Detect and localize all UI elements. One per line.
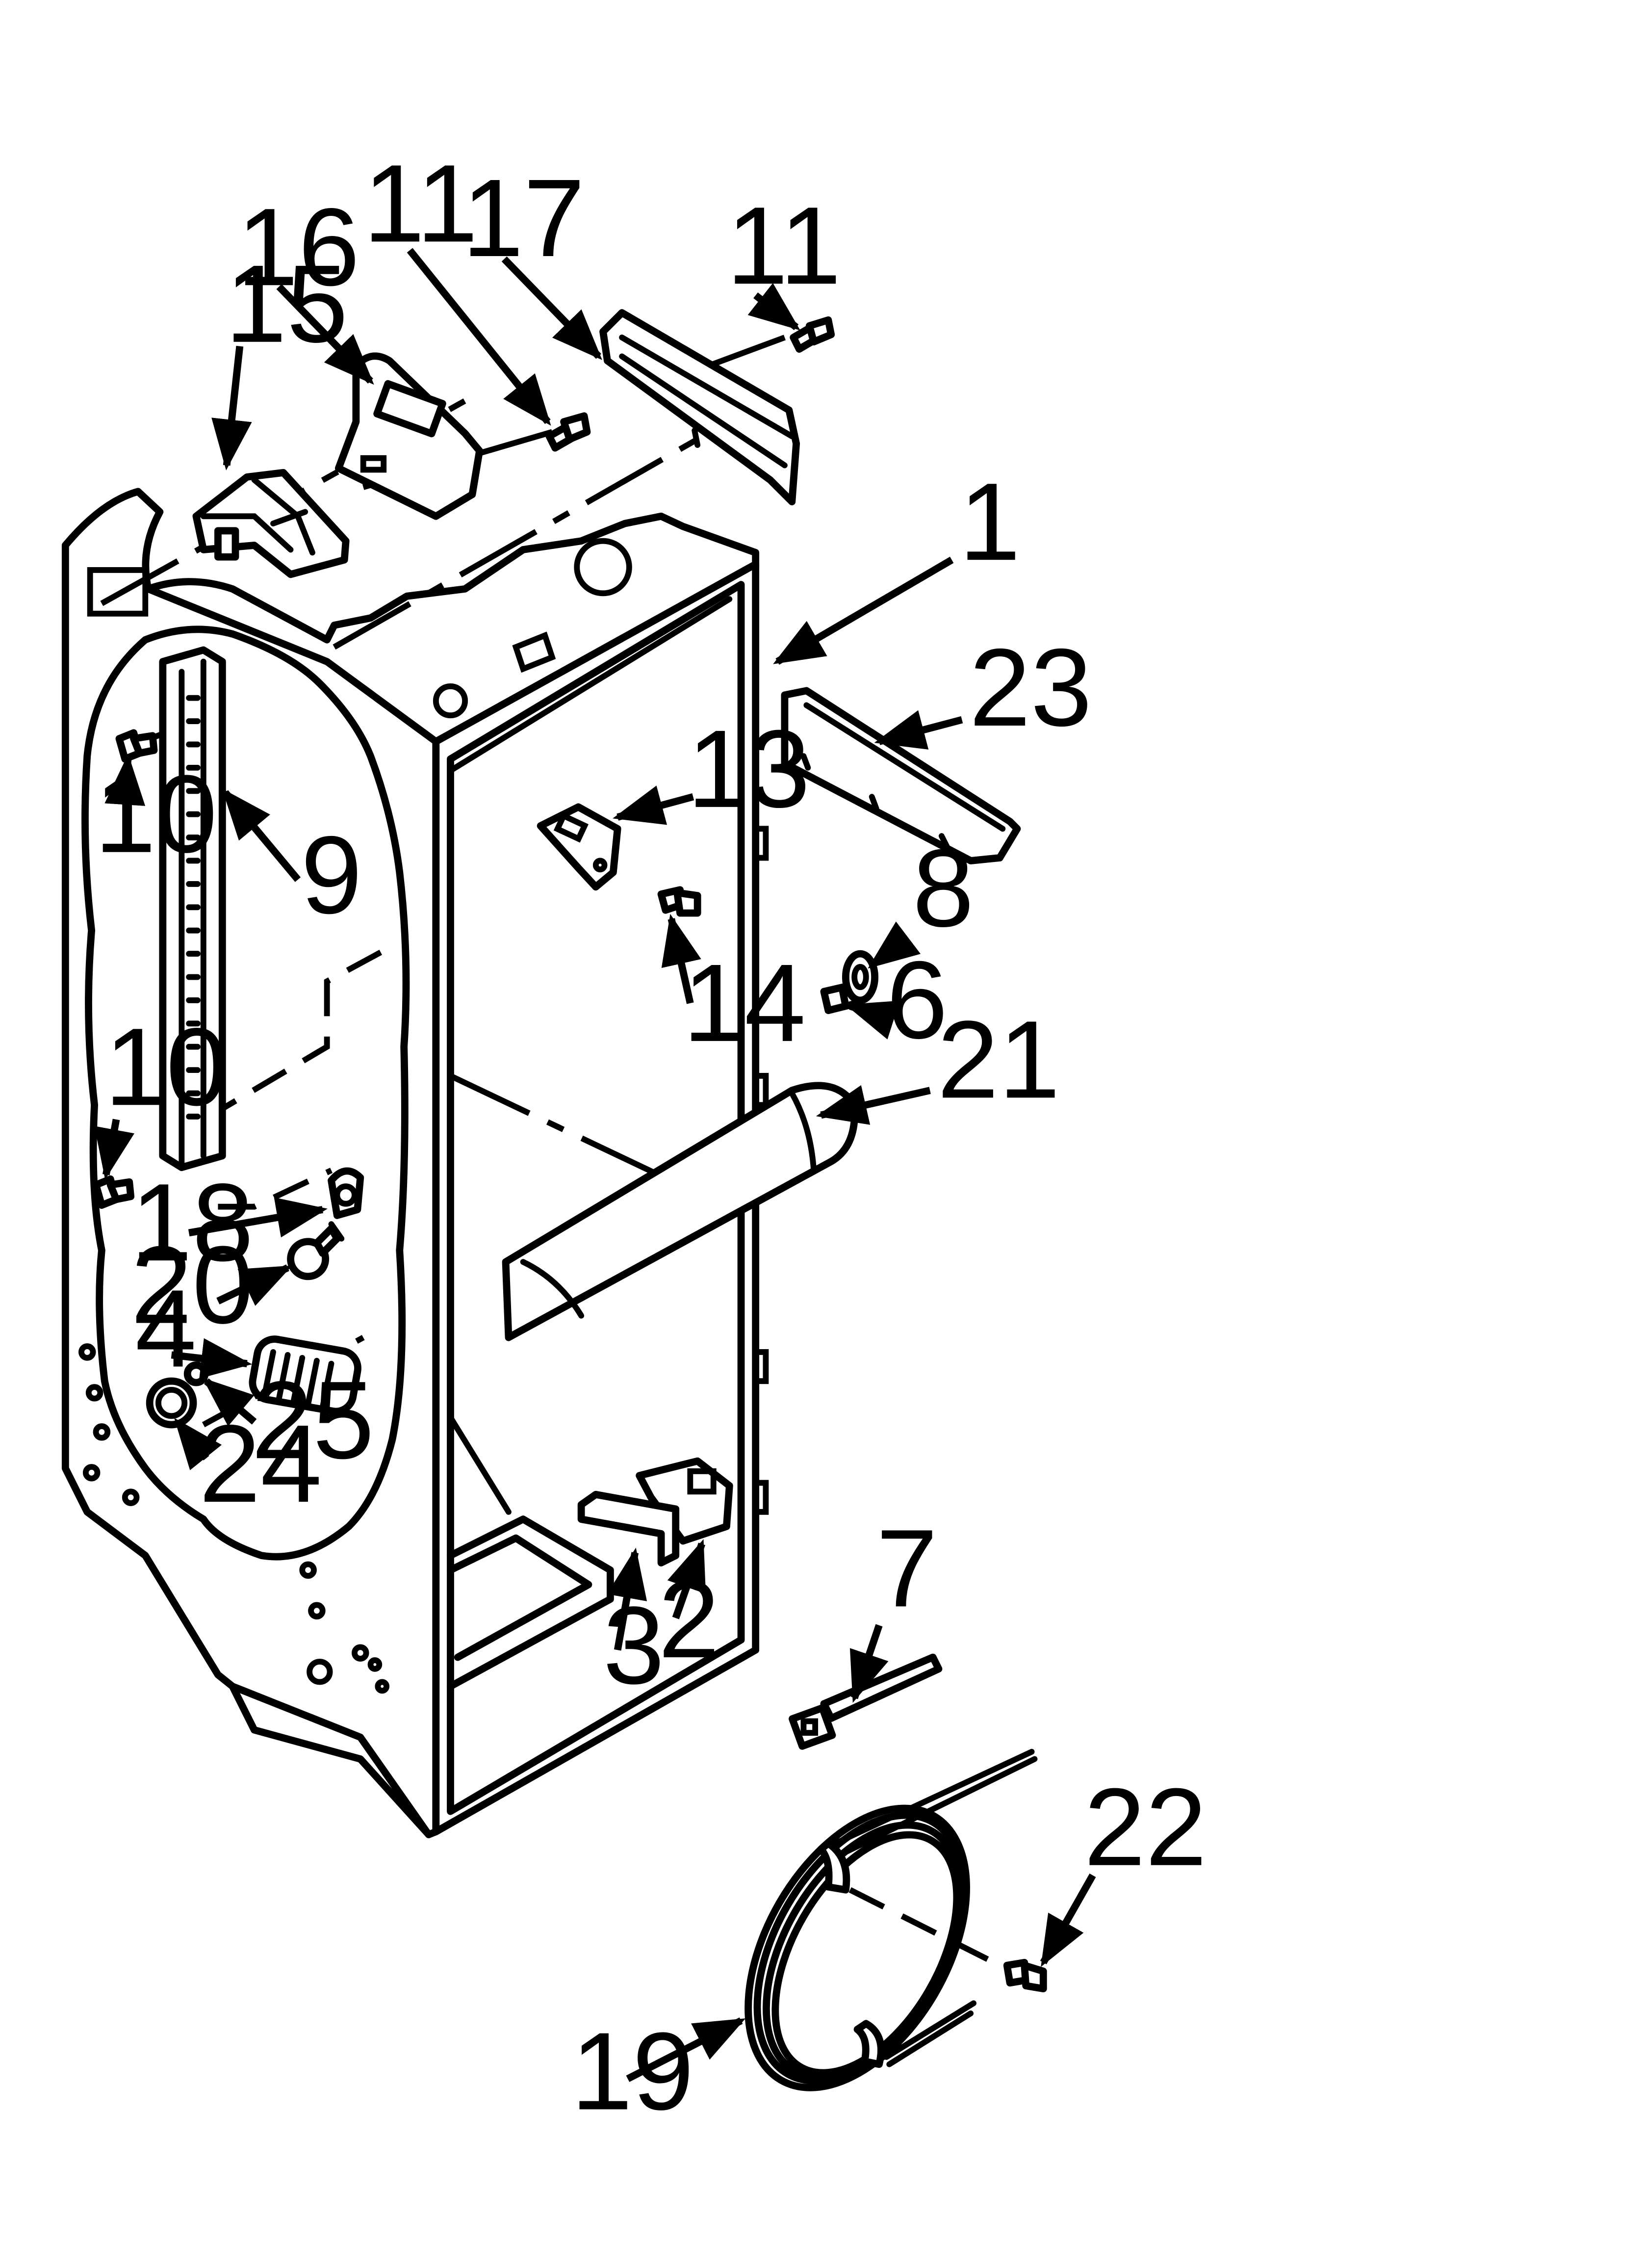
callout-10-upper: 10 <box>95 752 217 876</box>
coiled-tubing-part-19 <box>744 1748 1038 2091</box>
callout-4: 4 <box>135 1267 197 1390</box>
callout-6: 6 <box>886 938 948 1062</box>
callout-25: 25 <box>252 1358 374 1482</box>
callout-21: 21 <box>937 997 1060 1121</box>
control-housing-part-15 <box>192 469 350 578</box>
leader-lines <box>94 248 1096 2082</box>
callout-18: 18 <box>131 1160 254 1284</box>
callout-22: 22 <box>1084 1765 1206 1889</box>
washer-part-8 <box>842 950 879 1004</box>
callout-15: 15 <box>225 242 348 365</box>
control-knob-part-24 <box>146 1361 209 1429</box>
callout-2: 2 <box>658 1557 719 1681</box>
bracket-part-2 <box>636 1457 733 1545</box>
screw-part-11a <box>545 412 591 452</box>
vent-grille-part-4 <box>249 1335 361 1415</box>
screw-part-22 <box>1003 1958 1047 1993</box>
callout-11-right: 11 <box>726 183 841 307</box>
channel-part-17 <box>599 309 800 506</box>
callout-19: 19 <box>571 2009 693 2133</box>
callout-1: 1 <box>959 460 1020 583</box>
callout-3: 3 <box>603 1583 665 1707</box>
callout-7: 7 <box>876 1506 938 1630</box>
callout-14: 14 <box>683 941 806 1065</box>
callout-9: 9 <box>301 813 362 937</box>
callout-16: 16 <box>237 185 359 309</box>
channel-part-23 <box>781 687 1021 864</box>
callout-8: 8 <box>913 826 974 950</box>
callout-labels: 1 2 3 4 6 7 8 9 10 10 11 11 13 14 15 16 … <box>95 141 1207 2133</box>
callout-10-lower: 10 <box>104 1005 227 1128</box>
screw-part-11b <box>790 316 835 353</box>
callout-23: 23 <box>969 626 1092 749</box>
callout-17: 17 <box>462 156 585 280</box>
callout-11-left: 11 <box>363 141 478 265</box>
screw-part-10a <box>115 729 158 763</box>
screw-part-10b <box>92 1175 135 1209</box>
bracket-part-16 <box>334 352 484 520</box>
callout-24: 24 <box>199 1402 322 1525</box>
lamp-socket-part-18 <box>328 1167 364 1219</box>
shelf-rail-part-9 <box>159 646 226 1172</box>
callout-13: 13 <box>687 707 810 831</box>
bracket-part-13 <box>537 803 621 891</box>
screw-part-14 <box>657 886 701 917</box>
callout-20: 20 <box>131 1223 254 1347</box>
